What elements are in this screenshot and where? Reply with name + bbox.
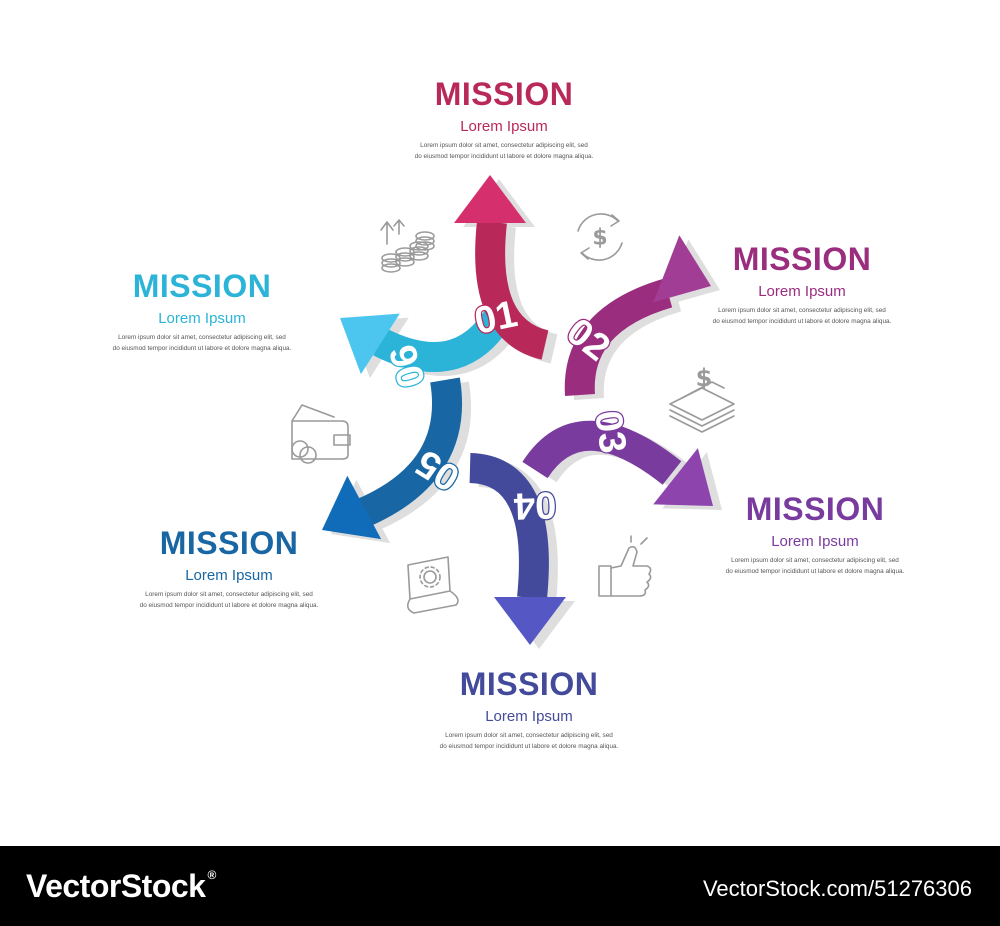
step-5-subtitle: Lorem Ipsum — [185, 567, 273, 584]
arrow-02-shaft — [564, 278, 673, 396]
brand-name: VectorStock — [26, 868, 206, 904]
step-1-title: MISSION — [434, 76, 574, 112]
arrow-03-shaft — [522, 420, 682, 485]
arrow-04-shaft — [468, 453, 549, 600]
brand-logo: VectorStock® — [26, 868, 216, 905]
step-4-title: MISSION — [459, 666, 599, 702]
step-6-body: Lorem ipsum dolor sit amet, consectetur … — [112, 334, 292, 352]
step-3-body: Lorem ipsum dolor sit amet, consectetur … — [725, 557, 905, 575]
money-cycle-icon: $ — [577, 213, 623, 261]
arrow-05-shaft — [358, 377, 463, 526]
arrow-03-head — [653, 448, 713, 506]
thumbs-up-icon — [598, 535, 652, 597]
step-5-body: Lorem ipsum dolor sit amet, consectetur … — [139, 591, 319, 609]
step-3-title: MISSION — [745, 491, 885, 527]
step-04-number: 04 — [513, 483, 557, 526]
step-01-number: 01 — [471, 293, 521, 343]
step-03-number: 03 — [586, 408, 633, 456]
step-5-title: MISSION — [159, 525, 299, 561]
step-4-text: MISSION Lorem Ipsum Lorem ipsum dolor si… — [409, 666, 649, 752]
step-2-text: MISSION Lorem Ipsum Lorem ipsum dolor si… — [682, 241, 922, 327]
step-3-text: MISSION Lorem Ipsum Lorem ipsum dolor si… — [695, 491, 935, 577]
coin-growth-icon — [380, 219, 435, 273]
brand-url: VectorStock.com/51276306 — [702, 876, 972, 901]
arrow-06-head — [340, 313, 400, 375]
step-6-subtitle: Lorem Ipsum — [158, 310, 246, 327]
step-4-subtitle: Lorem Ipsum — [485, 708, 573, 725]
arrow-01-head — [454, 175, 526, 223]
arrow-03 — [522, 420, 713, 506]
footer-bar: VectorStock® VectorStock.com/51276306 — [0, 846, 1000, 926]
arrow-02-head — [653, 235, 711, 303]
registered-mark: ® — [207, 868, 216, 882]
cash-stack-icon: $ — [669, 364, 735, 433]
document-gear-icon — [406, 556, 459, 614]
step-6-title: MISSION — [132, 268, 272, 304]
svg-text:$: $ — [592, 226, 607, 251]
arrow-04 — [468, 453, 566, 645]
arrow-02 — [564, 235, 711, 396]
arrow-05 — [322, 377, 463, 540]
step-6-text: MISSION Lorem Ipsum Lorem ipsum dolor si… — [82, 268, 322, 354]
step-4-body: Lorem ipsum dolor sit amet, consectetur … — [439, 732, 619, 750]
arrow-04-head — [494, 597, 566, 645]
arrow-01 — [454, 175, 550, 360]
step-2-body: Lorem ipsum dolor sit amet, consectetur … — [712, 307, 892, 325]
step-5-text: MISSION Lorem Ipsum Lorem ipsum dolor si… — [109, 525, 349, 611]
step-1-text: MISSION Lorem Ipsum Lorem ipsum dolor si… — [384, 76, 624, 162]
wallet-icon — [291, 404, 351, 464]
arrow-01-shaft — [475, 220, 550, 360]
step-2-subtitle: Lorem Ipsum — [758, 283, 846, 300]
svg-text:$: $ — [696, 364, 713, 392]
step-1-subtitle: Lorem Ipsum — [460, 118, 548, 135]
arrow-05-head — [322, 475, 382, 540]
step-2-title: MISSION — [732, 241, 872, 277]
step-1-body: Lorem ipsum dolor sit amet, consectetur … — [414, 142, 594, 160]
step-3-subtitle: Lorem Ipsum — [771, 533, 859, 550]
